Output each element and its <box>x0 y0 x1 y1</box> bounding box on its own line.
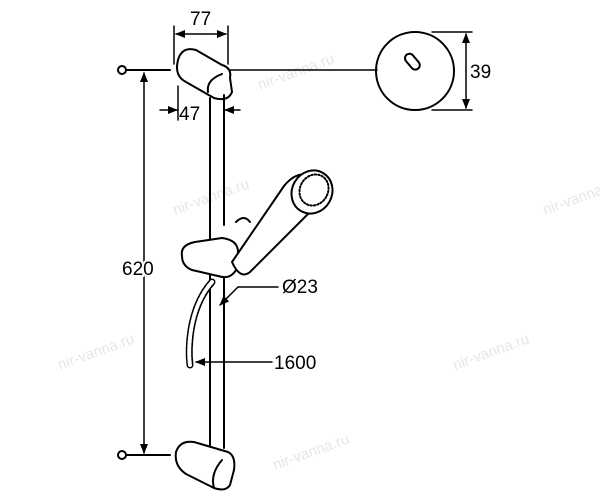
dim-1600: 1600 <box>274 353 316 374</box>
end-cap-view <box>375 31 455 111</box>
watermark: nir-vanna.ru <box>171 175 252 218</box>
watermark: nir-vanna.ru <box>56 330 137 373</box>
dim-620: 620 <box>122 259 154 280</box>
dim-47: 47 <box>179 104 200 125</box>
watermark: nir-vanna.ru <box>256 50 337 93</box>
dim-77: 77 <box>190 9 211 30</box>
bottom-bracket <box>174 440 236 491</box>
watermark: nir-vanna.ru <box>541 175 600 218</box>
dim-39: 39 <box>470 62 491 83</box>
watermark: nir-vanna.ru <box>451 330 532 373</box>
top-mount-point <box>117 65 127 75</box>
bottom-mount-point <box>117 450 127 460</box>
watermark: nir-vanna.ru <box>271 430 352 473</box>
dim-rail-diameter: Ø23 <box>282 277 318 298</box>
slider-holder <box>180 237 239 279</box>
top-bracket <box>176 48 233 101</box>
